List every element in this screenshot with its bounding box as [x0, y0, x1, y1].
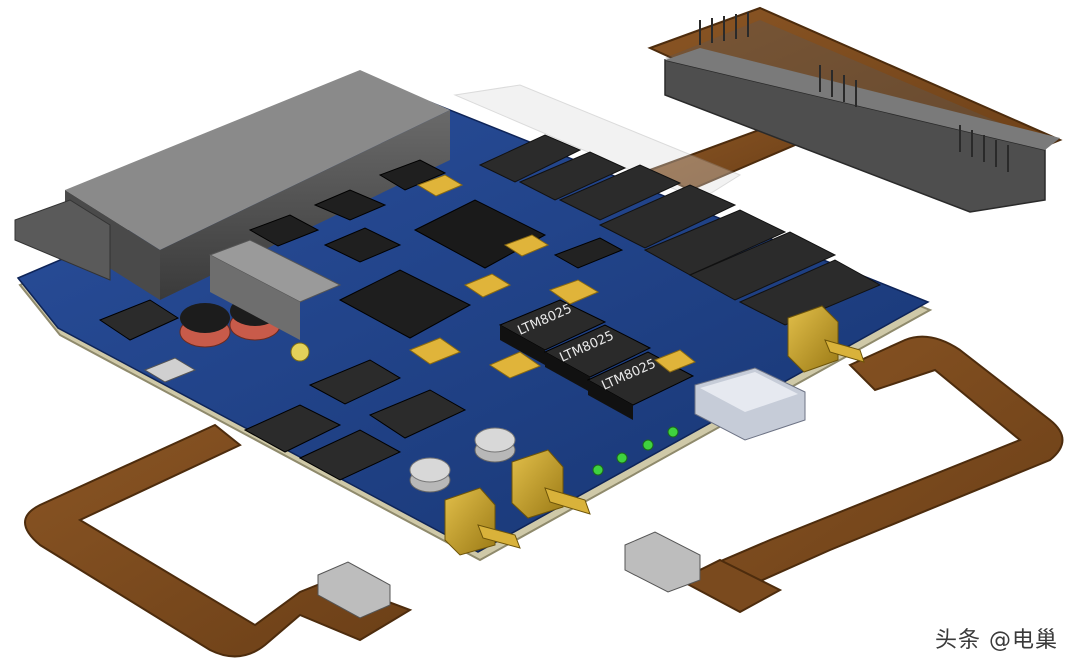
ltm8025-module-2: LTM8025 [543, 324, 652, 392]
pin-header [208, 239, 342, 340]
usb-connector [694, 367, 806, 441]
soic-chip-row [478, 134, 882, 326]
small-chips [248, 159, 447, 263]
top-connector [664, 48, 1060, 213]
main-processor [413, 199, 547, 269]
misc-components [143, 237, 624, 383]
lower-chips [98, 299, 467, 481]
flex-connector-right [624, 531, 701, 593]
qfp-chip [338, 269, 472, 339]
status-leds [592, 426, 679, 476]
electrolytic-capacitors [409, 427, 516, 493]
sma-connectors [444, 305, 865, 556]
watermark-text: 头条 @电巢 [935, 628, 1058, 653]
top-connector-pins [699, 12, 1009, 172]
flex-connector-left [317, 561, 391, 619]
tantalum-capacitors [408, 174, 696, 379]
